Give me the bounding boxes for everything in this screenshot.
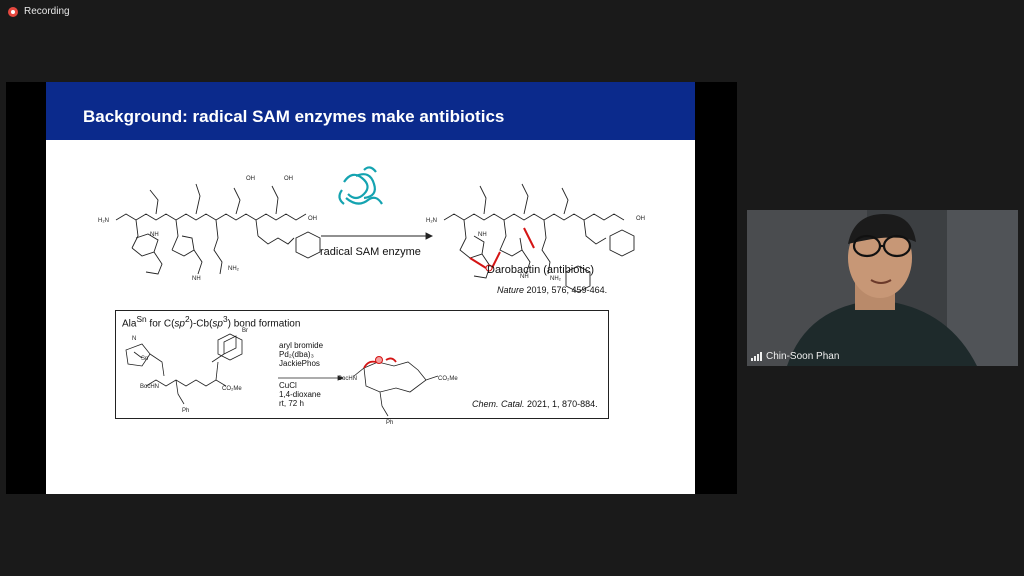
top-bar: Recording	[0, 0, 1024, 30]
participant-name-tag: Chin-Soon Phan	[751, 351, 839, 362]
participant-video-tile[interactable]: Chin-Soon Phan	[747, 210, 1018, 366]
recording-indicator[interactable]: Recording	[8, 6, 70, 17]
svg-text:NH: NH	[150, 232, 159, 238]
enzyme-label: radical SAM enzyme	[320, 246, 421, 258]
svg-text:BocHN: BocHN	[338, 376, 357, 382]
svg-text:N: N	[132, 336, 136, 342]
h2n-label-right: H₂N	[426, 218, 437, 224]
svg-text:CO₂Me: CO₂Me	[438, 376, 458, 382]
participant-name: Chin-Soon Phan	[766, 351, 840, 362]
chemical-scheme: H₂N NH NH OH OH OH NH₂ H₂N NH NH NH₂ OH	[98, 166, 645, 426]
svg-text:NH₂: NH₂	[228, 266, 240, 272]
svg-text:Ph: Ph	[182, 408, 189, 414]
svg-text:NH₂: NH₂	[550, 276, 562, 282]
peptide-backbone-left	[115, 213, 307, 221]
enzyme-protein-icon	[338, 166, 383, 205]
svg-text:OH: OH	[308, 216, 317, 222]
signal-strength-icon	[751, 352, 762, 361]
peptide-backbone-right	[443, 213, 625, 221]
svg-text:NH: NH	[192, 276, 201, 282]
svg-text:Sn: Sn	[141, 356, 148, 362]
alasn-box: AlaSn for C(sp2)-Cb(sp3) bond formation …	[115, 310, 609, 419]
svg-text:OH: OH	[246, 176, 255, 182]
conditions-above: aryl bromide Pd₂(dba)₃ JackiePhos	[279, 341, 324, 368]
participant-video	[747, 210, 1018, 366]
slide-header: Background: radical SAM enzymes make ant…	[46, 82, 695, 140]
reference-chem-catal: Chem. Catal. 2021, 1, 870-884.	[472, 399, 598, 409]
h2n-label-left: H₂N	[98, 218, 109, 224]
reference-nature: Nature 2019, 576, 459-464.	[497, 285, 608, 295]
svg-text:CO₂Me: CO₂Me	[222, 386, 242, 392]
svg-text:Ph: Ph	[386, 420, 393, 426]
recording-label: Recording	[24, 6, 70, 17]
conditions-below: CuCl 1,4-dioxane rt, 72 h	[279, 381, 321, 408]
svg-text:OH: OH	[636, 216, 645, 222]
record-icon	[8, 6, 18, 17]
svg-text:OH: OH	[284, 176, 293, 182]
svg-text:NH: NH	[478, 232, 487, 238]
svg-text:BocHN: BocHN	[140, 384, 159, 390]
box-title: AlaSn for C(sp2)-Cb(sp3) bond formation	[122, 314, 301, 330]
svg-text:NH: NH	[520, 274, 529, 280]
svg-text:Br: Br	[242, 328, 248, 334]
presentation-slide: Background: radical SAM enzymes make ant…	[46, 82, 695, 494]
slide-title: Background: radical SAM enzymes make ant…	[83, 107, 505, 126]
product-label: Darobactin (antibiotic)	[487, 264, 594, 276]
